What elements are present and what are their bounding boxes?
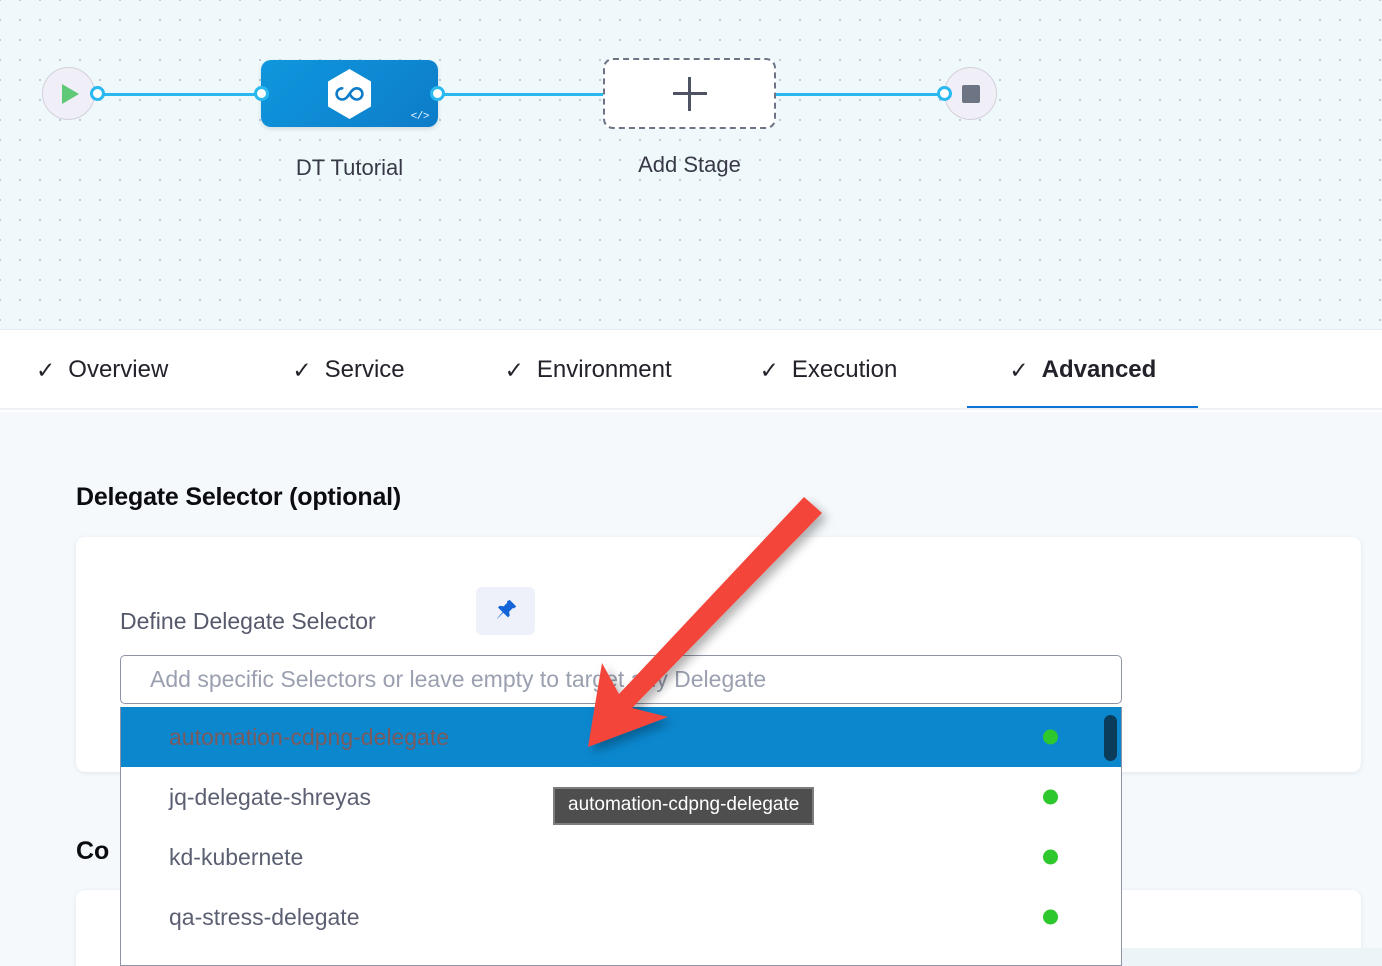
tab-advanced[interactable]: ✓ Advanced <box>967 330 1199 410</box>
delegate-selector-combobox[interactable]: automation-cdpng-delegate jq-delegate-sh… <box>120 655 1122 966</box>
check-icon: ✓ <box>1009 356 1029 383</box>
page-title: Delegate Selector (optional) <box>76 483 402 511</box>
conditional-execution-title: Co <box>76 837 110 865</box>
delegate-name: jq-delegate-shreyas <box>169 783 372 810</box>
add-stage-label: Add Stage <box>638 152 741 177</box>
play-icon <box>62 83 79 104</box>
connector-stage-to-add <box>437 93 617 96</box>
list-item[interactable]: automation-cdpng-delegate <box>121 707 1121 767</box>
status-dot-icon <box>1043 849 1058 865</box>
check-icon: ✓ <box>759 356 779 383</box>
tab-execution[interactable]: ✓ Execution <box>760 330 898 410</box>
tab-service[interactable]: ✓ Service <box>292 330 404 410</box>
list-item[interactable]: qa-stress-delegate <box>121 887 1121 947</box>
check-icon: ✓ <box>504 356 524 383</box>
tab-label: Advanced <box>1041 356 1157 383</box>
define-delegate-selector-label: Define Delegate Selector <box>120 608 376 634</box>
check-icon: ✓ <box>292 356 312 383</box>
port-end-input[interactable] <box>937 86 952 101</box>
canvas-divider <box>0 329 1382 330</box>
delegate-name: kd-kubernete <box>169 843 304 870</box>
tabbar-divider <box>0 408 1382 410</box>
dropdown-scrollbar[interactable] <box>1104 707 1121 965</box>
list-item[interactable]: jq-delegate-shreyas <box>121 767 1121 827</box>
stop-icon <box>961 84 980 103</box>
stage-node-label: DT Tutorial <box>295 155 404 180</box>
hexagon-infinity-icon <box>326 68 373 120</box>
add-stage-button[interactable] <box>603 58 776 129</box>
pipeline-start-node[interactable] <box>42 67 95 120</box>
pipeline-canvas[interactable]: </> DT Tutorial Add Stage <box>0 0 1382 330</box>
check-icon: ✓ <box>36 356 56 383</box>
port-start-output[interactable] <box>90 86 105 101</box>
stage-node-dt-tutorial[interactable]: </> <box>261 60 438 127</box>
tab-label: Service <box>324 356 405 383</box>
tab-label: Overview <box>68 356 169 383</box>
list-item[interactable]: kd-kubernete <box>121 827 1121 887</box>
tab-overview[interactable]: ✓ Overview <box>36 330 168 410</box>
scrollbar-thumb[interactable] <box>1104 715 1117 761</box>
delegate-selector-input[interactable] <box>120 655 1122 704</box>
pin-button[interactable] <box>476 587 535 635</box>
delegate-name: automation-cdpng-delegate <box>169 723 450 750</box>
tab-label: Execution <box>791 356 898 383</box>
delegate-name-tooltip: automation-cdpng-delegate <box>553 787 815 825</box>
delegate-options-list[interactable]: automation-cdpng-delegate jq-delegate-sh… <box>120 707 1122 966</box>
connector-add-to-end <box>770 93 950 96</box>
code-badge-icon: </> <box>410 111 430 123</box>
delegate-name: qa-stress-delegate <box>169 903 360 930</box>
pipeline-end-node[interactable] <box>944 67 997 120</box>
tab-label: Environment <box>536 356 672 383</box>
status-dot-icon <box>1043 909 1058 925</box>
status-dot-icon <box>1043 729 1058 745</box>
port-stage-input[interactable] <box>254 86 269 101</box>
tab-environment[interactable]: ✓ Environment <box>505 330 672 410</box>
pushpin-icon <box>493 597 519 626</box>
stage-config-tabbar: ✓ Overview ✓ Service ✓ Environment ✓ Exe… <box>0 330 1382 410</box>
bottom-band <box>1120 948 1382 966</box>
plus-icon-vertical <box>688 76 691 111</box>
status-dot-icon <box>1043 789 1058 805</box>
port-stage-output[interactable] <box>430 86 445 101</box>
connector-start-to-stage <box>96 93 271 96</box>
